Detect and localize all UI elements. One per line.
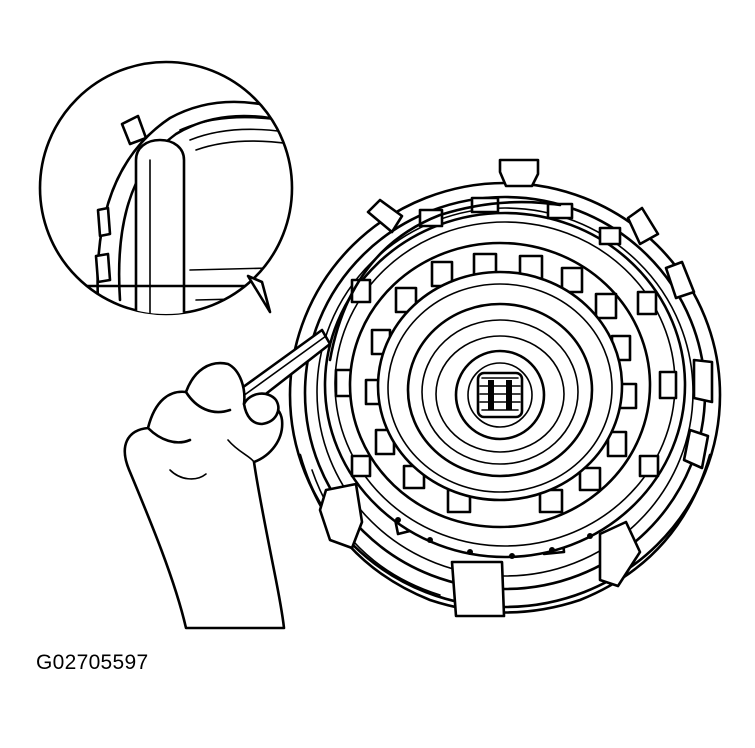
inner-hub-teeth <box>364 252 638 514</box>
clutch-housing <box>288 158 722 618</box>
detail-inset <box>38 60 294 316</box>
figure-code: G02705597 <box>36 651 149 674</box>
snap-ring <box>328 200 562 362</box>
technician-hand <box>123 361 286 630</box>
outer-drum-tabs <box>318 158 714 618</box>
rim-holes <box>395 517 593 559</box>
center-spline <box>476 371 524 419</box>
middle-ring-notches <box>334 196 678 478</box>
